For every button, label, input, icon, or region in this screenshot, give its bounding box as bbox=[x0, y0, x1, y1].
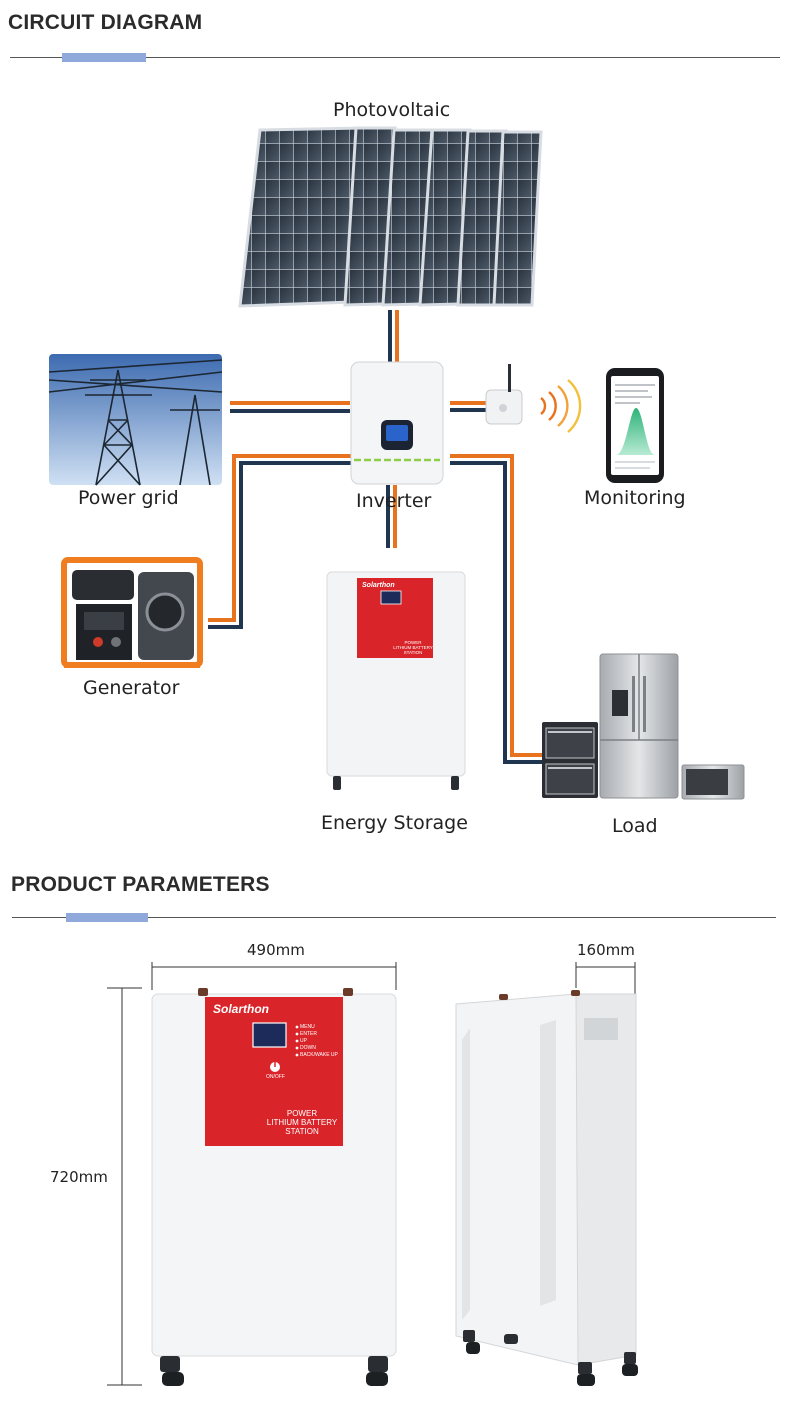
depth-dimension: 160mm bbox=[577, 941, 635, 959]
wires bbox=[208, 310, 542, 764]
wifi-dongle-icon bbox=[485, 364, 523, 425]
generator-label: Generator bbox=[83, 677, 180, 699]
generator-icon bbox=[61, 557, 203, 668]
dimension-lines bbox=[107, 962, 636, 1386]
button-up-label: UP bbox=[300, 1038, 307, 1044]
svg-text:Solarthon: Solarthon bbox=[362, 582, 395, 589]
button-enter-label: ENTER bbox=[300, 1031, 317, 1037]
params-rule bbox=[12, 917, 776, 918]
inverter-label: Inverter bbox=[356, 490, 432, 512]
battery-front-view bbox=[151, 988, 397, 1386]
monitoring-label: Monitoring bbox=[584, 487, 686, 509]
smartphone-icon bbox=[606, 368, 664, 483]
onoff-label: ON/OFF bbox=[266, 1074, 285, 1080]
battery-button-labels: MENU ENTER UP DOWN BACK/WAKE UP bbox=[300, 1024, 338, 1059]
button-menu-label: MENU bbox=[300, 1024, 315, 1030]
panel-line-station: STATION bbox=[285, 1127, 319, 1137]
load-label: Load bbox=[612, 815, 658, 837]
button-down-label: DOWN bbox=[300, 1045, 316, 1051]
svg-text:STATION: STATION bbox=[404, 650, 423, 655]
svg-text:LITHIUM BATTERY: LITHIUM BATTERY bbox=[393, 645, 433, 650]
params-accent-bar bbox=[66, 913, 148, 922]
energy-storage-label: Energy Storage bbox=[321, 812, 468, 834]
panel-line-power: POWER bbox=[286, 1109, 318, 1118]
battery-side-view bbox=[455, 990, 638, 1386]
battery-panel-text: POWER LITHIUM BATTERY STATION bbox=[262, 1109, 342, 1137]
title-rule bbox=[10, 57, 780, 58]
power-grid-icon bbox=[48, 354, 223, 486]
inverter-icon bbox=[350, 361, 444, 485]
solar-panels-icon bbox=[238, 126, 543, 308]
button-back-label: BACK/WAKE UP bbox=[300, 1052, 338, 1058]
power-grid-label: Power grid bbox=[78, 487, 179, 509]
appliances-icon bbox=[542, 653, 745, 800]
width-dimension: 490mm bbox=[247, 941, 305, 959]
title-accent-bar bbox=[62, 53, 146, 62]
circuit-diagram-title: CIRCUIT DIAGRAM bbox=[8, 11, 203, 34]
height-dimension: 720mm bbox=[50, 1168, 108, 1186]
wifi-signal-icon bbox=[540, 379, 582, 433]
energy-storage-icon: Solarthon POWER LITHIUM BATTERY STATION bbox=[326, 571, 466, 790]
svg-text:POWER: POWER bbox=[404, 640, 422, 645]
battery-brand: Solarthon bbox=[213, 1002, 269, 1016]
product-parameters-title: PRODUCT PARAMETERS bbox=[11, 873, 270, 896]
panel-line-lithium: LITHIUM BATTERY bbox=[266, 1118, 338, 1128]
photovoltaic-label: Photovoltaic bbox=[333, 99, 451, 121]
